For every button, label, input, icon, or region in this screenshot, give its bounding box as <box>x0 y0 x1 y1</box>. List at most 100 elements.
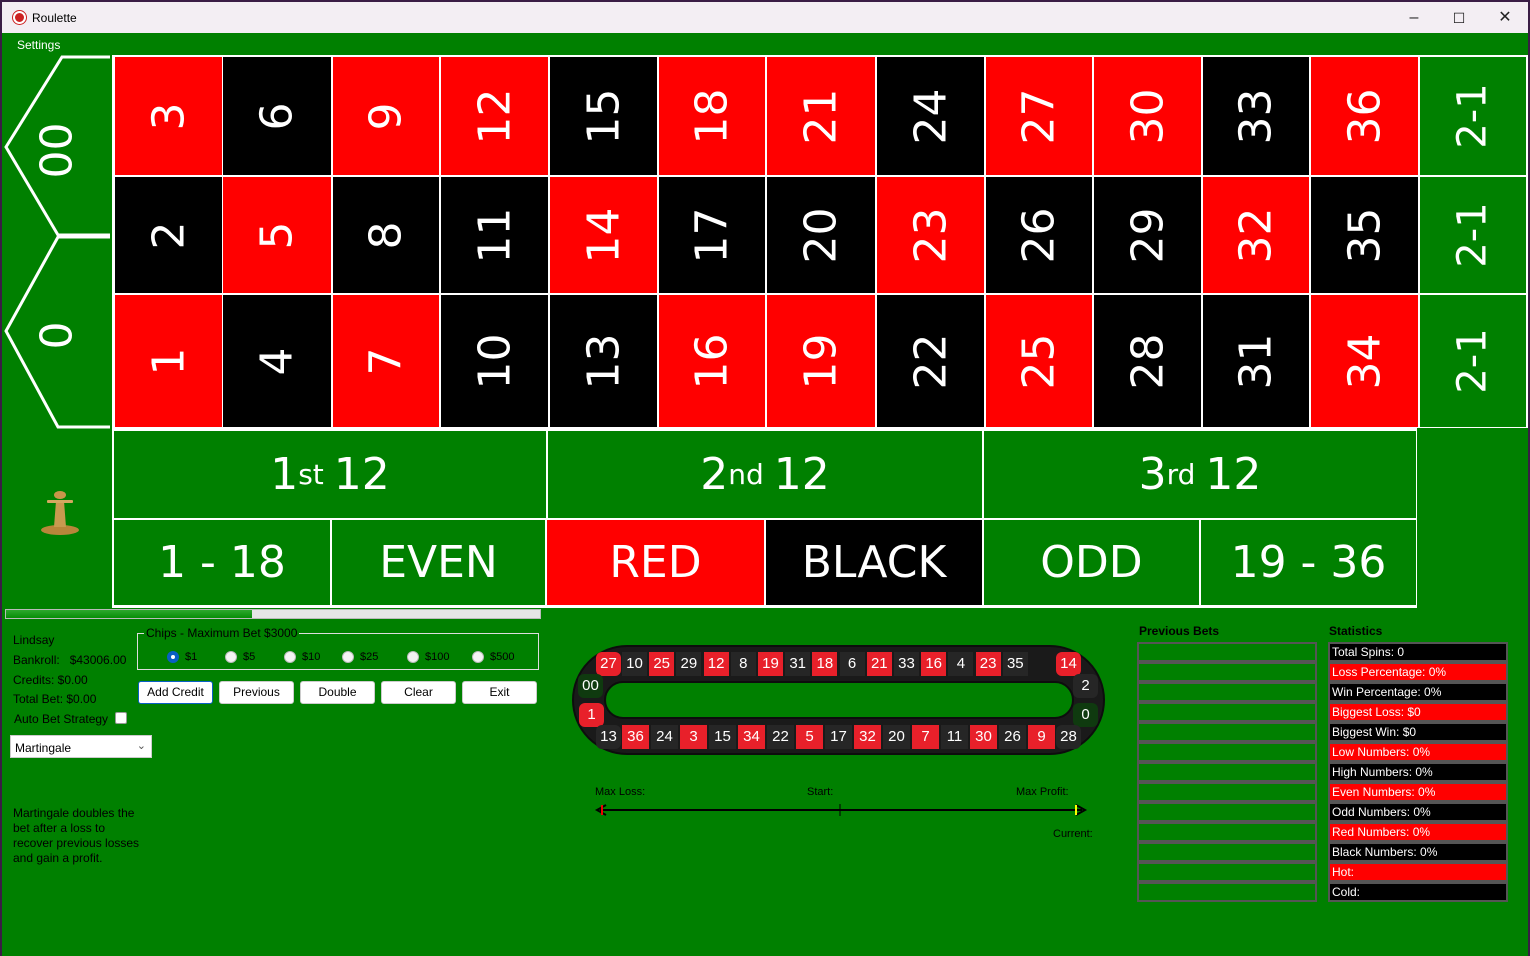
pocket-label: 29 <box>1122 207 1173 263</box>
pocket-label: 3 <box>143 102 194 130</box>
clear-button[interactable]: Clear <box>381 681 456 704</box>
dozen-number: 12 <box>773 449 830 500</box>
pocket-label: 27 <box>1013 88 1065 144</box>
pocket-label: 7 <box>360 347 412 375</box>
pocket-label: 22 <box>905 333 956 389</box>
chip-label: $25 <box>360 651 379 663</box>
pocket-34[interactable]: 34 <box>1311 295 1418 427</box>
pocket-36[interactable]: 36 <box>1311 57 1418 175</box>
chip-radio-5[interactable]: $5 <box>225 651 255 663</box>
chevron-down-icon: ⌄ <box>136 740 146 752</box>
previous-button[interactable]: Previous <box>219 681 294 704</box>
pocket-13[interactable]: 13 <box>550 295 657 427</box>
statistics-title: Statistics <box>1329 624 1383 638</box>
column-bet-3[interactable]: 2-1 <box>1418 293 1528 429</box>
add-credit-button[interactable]: Add Credit <box>138 681 213 704</box>
dolly-marker-icon[interactable] <box>40 487 84 539</box>
pocket-19[interactable]: 19 <box>767 295 875 427</box>
bet-odd[interactable]: ODD <box>984 520 1199 605</box>
chip-label: $1 <box>185 651 198 663</box>
wheel-pocket-9: 9 <box>1028 725 1055 749</box>
statistics-row: Total Spins: 0 <box>1328 642 1508 662</box>
pocket-31[interactable]: 31 <box>1203 295 1309 427</box>
pocket-label: 14 <box>578 207 629 263</box>
chip-label: $500 <box>490 651 515 663</box>
pocket-15[interactable]: 15 <box>550 57 657 175</box>
pocket-11[interactable]: 11 <box>441 177 548 293</box>
pocket-6[interactable]: 6 <box>223 57 331 175</box>
pocket-1[interactable]: 1 <box>115 295 222 427</box>
pocket-8[interactable]: 8 <box>333 177 439 293</box>
pocket-9[interactable]: 9 <box>333 57 439 175</box>
bet-1-18[interactable]: 1 - 18 <box>114 520 330 605</box>
wheel-pocket-10: 10 <box>622 652 647 676</box>
pocket-label: 19 <box>795 333 847 389</box>
pocket-00[interactable]: 00 <box>22 95 92 205</box>
pocket-32[interactable]: 32 <box>1203 177 1309 293</box>
pocket-4[interactable]: 4 <box>223 295 331 427</box>
pocket-25[interactable]: 25 <box>986 295 1092 427</box>
pocket-10[interactable]: 10 <box>441 295 548 427</box>
auto-bet-checkbox[interactable] <box>115 712 127 724</box>
chips-legend: Chips - Maximum Bet $3000 <box>144 626 300 640</box>
statistics-row: Red Numbers: 0% <box>1328 822 1508 842</box>
pocket-26[interactable]: 26 <box>986 177 1092 293</box>
pocket-0[interactable]: 0 <box>22 280 92 390</box>
bet-even[interactable]: EVEN <box>332 520 545 605</box>
bet-black[interactable]: BLACK <box>766 520 982 605</box>
maximize-icon[interactable]: ☐ <box>1452 10 1466 26</box>
strategy-select[interactable]: Martingale ⌄ <box>10 735 152 758</box>
pocket-35[interactable]: 35 <box>1311 177 1418 293</box>
pocket-3[interactable]: 3 <box>115 57 222 175</box>
pocket-label: 18 <box>686 88 738 144</box>
pocket-27[interactable]: 27 <box>986 57 1092 175</box>
spin-progress-bar <box>5 609 541 619</box>
pocket-30[interactable]: 30 <box>1094 57 1201 175</box>
pocket-label: 34 <box>1339 333 1390 389</box>
previous-bet-row <box>1137 762 1317 782</box>
pocket-12[interactable]: 12 <box>441 57 548 175</box>
column-bet-label: 2-1 <box>1450 202 1496 268</box>
pocket-20[interactable]: 20 <box>767 177 875 293</box>
column-bet-label: 2-1 <box>1450 328 1496 394</box>
chip-radio-10[interactable]: $10 <box>284 651 320 663</box>
pocket-22[interactable]: 22 <box>877 295 984 427</box>
bet-red[interactable]: RED <box>547 520 764 605</box>
pocket-16[interactable]: 16 <box>659 295 765 427</box>
wheel-pocket-6: 6 <box>839 652 865 676</box>
bet-19-36[interactable]: 19 - 36 <box>1201 520 1416 605</box>
column-bet-1[interactable]: 2-1 <box>1418 55 1528 177</box>
chip-radio-25[interactable]: $25 <box>342 651 378 663</box>
pocket-33[interactable]: 33 <box>1203 57 1309 175</box>
chip-radio-100[interactable]: $100 <box>407 651 449 663</box>
pocket-7[interactable]: 7 <box>333 295 439 427</box>
pocket-label: 32 <box>1230 207 1282 263</box>
pocket-18[interactable]: 18 <box>659 57 765 175</box>
pocket-28[interactable]: 28 <box>1094 295 1201 427</box>
pocket-label: 36 <box>1339 88 1390 144</box>
close-icon[interactable]: ✕ <box>1498 9 1512 26</box>
previous-bet-row <box>1137 722 1317 742</box>
minimize-icon[interactable]: – <box>1409 9 1419 26</box>
max-loss-label: Max Loss: <box>595 786 646 798</box>
pocket-23[interactable]: 23 <box>877 177 984 293</box>
wheel-pocket-29: 29 <box>676 652 702 676</box>
column-bet-2[interactable]: 2-1 <box>1418 175 1528 295</box>
exit-button[interactable]: Exit <box>462 681 537 704</box>
chip-radio-500[interactable]: $500 <box>472 651 514 663</box>
menu-settings[interactable]: Settings <box>17 38 61 52</box>
pocket-24[interactable]: 24 <box>877 57 984 175</box>
wheel-pocket-16: 16 <box>921 652 947 676</box>
pocket-17[interactable]: 17 <box>659 177 765 293</box>
pocket-2[interactable]: 2 <box>115 177 222 293</box>
previous-bet-row <box>1137 742 1317 762</box>
pocket-29[interactable]: 29 <box>1094 177 1201 293</box>
pocket-21[interactable]: 21 <box>767 57 875 175</box>
chip-radio-1[interactable]: $1 <box>167 651 197 663</box>
pocket-14[interactable]: 14 <box>550 177 657 293</box>
double-button[interactable]: Double <box>300 681 375 704</box>
pocket-5[interactable]: 5 <box>223 177 331 293</box>
